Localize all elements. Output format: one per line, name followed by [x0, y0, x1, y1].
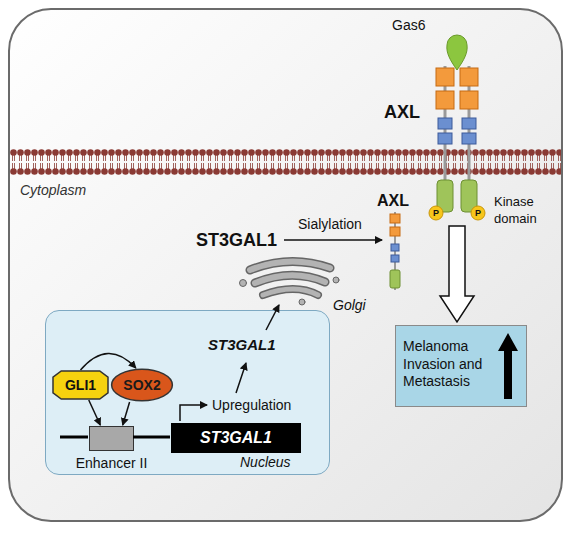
phospho-label: P: [433, 209, 439, 218]
ig-domain: [390, 214, 400, 223]
ig-domain: [460, 68, 478, 86]
cell-outline: [9, 9, 562, 521]
golgi-cisterna: [255, 275, 325, 283]
golgi-vesicle: [299, 299, 305, 305]
sialylation-arrow: [284, 239, 382, 241]
nucleus-label: Nucleus: [240, 454, 291, 471]
up-arrow: [498, 333, 518, 399]
fn-domain: [462, 133, 476, 144]
ig-domain: [390, 227, 400, 236]
fn-domain: [462, 118, 476, 129]
enhancer-box: Enhancer II: [89, 426, 134, 451]
enzyme-label: ST3GAL1: [196, 230, 277, 252]
ellipse-outline: [112, 369, 173, 400]
phospho-label: P: [475, 209, 481, 218]
enhancer-label: Enhancer II: [76, 455, 148, 472]
outcome-box: Melanoma Invasion and Metastasis: [395, 325, 527, 407]
golgi-cisterna: [263, 289, 318, 295]
nucleus-box: Nucleus GLI1 SOX2Enhancer II ST3GAL1: [45, 310, 330, 475]
gene-box: ST3GAL1: [171, 423, 301, 453]
ig-domain: [436, 91, 454, 109]
dna-strand: [133, 436, 170, 439]
sox2-ellipse: SOX2: [111, 369, 173, 401]
golgi-cisterna: [250, 261, 330, 270]
phospho-dot: [471, 206, 485, 220]
receptor-name: AXL: [384, 102, 420, 124]
gene-label: ST3GAL1: [200, 428, 272, 447]
domain-label: Kinase domain: [494, 194, 560, 228]
up-arrow-icon: [498, 333, 518, 399]
receptor-node: AXLKinase domain: [428, 60, 486, 220]
protein-label: AXL: [377, 191, 409, 210]
dna-strand: [60, 436, 88, 439]
fn-domain: [438, 118, 452, 129]
octagon-outline: [53, 371, 108, 399]
golgi-vesicle: [240, 280, 247, 287]
gas6-ligand: [447, 35, 467, 70]
ligand-label: Gas6: [392, 17, 425, 34]
golgi-cisterna: [263, 289, 318, 295]
gli1-octagon: GLI1: [53, 371, 108, 399]
cell-membrane: [10, 149, 561, 175]
golgi-vesicle: [333, 277, 339, 283]
fn-domain: [438, 133, 452, 144]
fn-domain: [391, 255, 399, 262]
factor-label: SOX2: [123, 377, 160, 394]
factor-label: GLI1: [65, 377, 96, 394]
small-axl: [390, 212, 400, 290]
golgi-cisterna: [250, 261, 330, 270]
process-label: Upregulation: [212, 397, 291, 414]
process-label: Sialylation: [298, 216, 362, 233]
golgi-apparatus: [240, 261, 340, 305]
phospho-dot: [429, 206, 443, 220]
ig-domain: [460, 91, 478, 109]
transcript-label: ST3GAL1: [208, 336, 276, 354]
ig-domain: [436, 68, 454, 86]
compartment-label: Cytoplasm: [20, 182, 86, 199]
outcome-text: Melanoma Invasion and Metastasis: [403, 338, 493, 391]
fn-domain: [391, 244, 399, 251]
hollow-arrow: [440, 226, 474, 322]
axl-receptor: [429, 66, 485, 220]
golgi-cisterna: [255, 275, 325, 283]
kinase-domain: [390, 270, 400, 288]
organelle-label: Golgi: [333, 297, 366, 314]
